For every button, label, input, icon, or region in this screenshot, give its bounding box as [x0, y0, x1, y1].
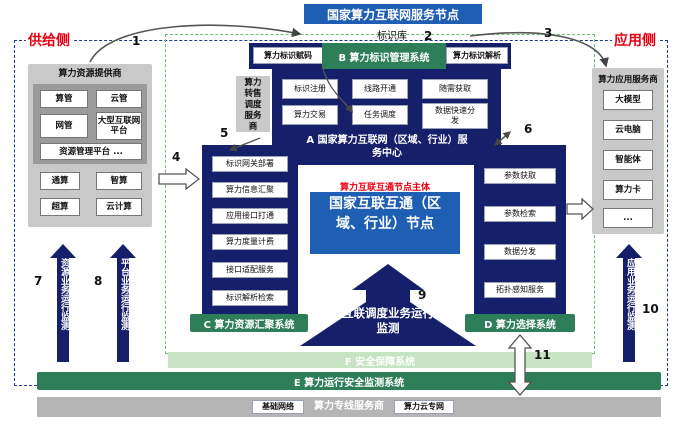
subject-label: 算力互联互通节点主体	[339, 183, 430, 193]
supply-cell: 资源管理平台 ...	[40, 143, 142, 160]
arrow-d-to-application	[566, 198, 594, 220]
arrow-4-supply-to-c	[158, 168, 200, 190]
application-side-label: 应用侧	[612, 30, 658, 50]
step-number-5: 5	[220, 126, 229, 140]
node-title: 国家互联互通（区域、行业）节点	[310, 192, 460, 254]
step-number-11: 11	[534, 348, 551, 362]
monitor-up-arrow-10	[616, 244, 642, 362]
step-number-1: 1	[132, 34, 141, 48]
step-number-3: 3	[544, 26, 553, 40]
module-a-reseller-tag: 算力转售调度服务商	[236, 76, 270, 132]
center-arrow-text: 互联调度业务运行监测	[342, 306, 434, 335]
application-item: ...	[603, 208, 653, 228]
module-c-item: 算力信息汇聚	[212, 182, 288, 198]
tag-library-label: 标识库	[377, 31, 407, 42]
step-number-9: 9	[418, 288, 427, 302]
module-d-title: D 算力选择系统	[465, 314, 575, 332]
monitor-up-arrow-7	[50, 244, 76, 362]
step-number-4: 4	[172, 150, 181, 164]
module-d-item: 参数获取	[484, 168, 556, 184]
step-number-10: 10	[642, 302, 659, 316]
step-number-2: 2	[424, 29, 433, 43]
supply-side-label: 供给侧	[26, 30, 72, 50]
application-item: 云电脑	[603, 120, 653, 140]
module-a-cell: 数据快速分发	[422, 103, 488, 129]
module-c-item: 标识网关部署	[212, 156, 288, 172]
supply-cell: 算管	[40, 90, 88, 108]
bar-f-security: F 安全保障系统	[168, 352, 592, 368]
step-number-6: 6	[524, 122, 533, 136]
center-up-arrow	[300, 264, 476, 346]
arrow-11-double	[508, 334, 532, 396]
bottom-network-bar	[37, 397, 661, 417]
module-d-item: 数据分发	[484, 244, 556, 260]
monitor-label-7: 资源业务运行监测	[59, 258, 69, 330]
application-title: 算力应用服务商	[598, 75, 658, 85]
module-c-item: 标识解析检索	[212, 290, 288, 306]
supply-cell: 网管	[40, 114, 88, 138]
supply-cell: 云管	[96, 90, 142, 108]
module-b-left-tab: 算力标识赋码	[253, 47, 323, 64]
supply-cell: 智算	[96, 172, 142, 190]
supply-cell: 超算	[40, 198, 80, 216]
module-b-title: B 算力标识管理系统	[322, 43, 446, 69]
monitor-label-8: 平台业务运行监测	[119, 258, 129, 330]
module-c-title: C 算力资源汇聚系统	[190, 314, 308, 332]
module-c-item: 算力度量计费	[212, 234, 288, 250]
module-a-cell: 线路开通	[352, 79, 408, 99]
bottom-cloud-network: 算力云专网	[394, 400, 454, 414]
module-a-cell: 任务调度	[352, 105, 408, 125]
module-a-cell: 随需获取	[422, 79, 488, 99]
module-a-title: A 国家算力互联网（区域、行业）服务中心	[306, 135, 468, 159]
module-b-right-tab: 算力标识解析	[446, 47, 508, 64]
bottom-basic-network: 基础网络	[252, 400, 304, 414]
application-item: 智能体	[603, 150, 653, 170]
header-title: 国家算力互联网服务节点	[304, 4, 482, 24]
application-item: 大模型	[603, 90, 653, 110]
monitor-label-10: 应用业务运行监测	[625, 258, 635, 330]
bar-e-monitoring: E 算力运行安全监测系统	[37, 372, 661, 390]
supply-cell: 通算	[40, 172, 80, 190]
application-item: 算力卡	[603, 180, 653, 200]
step-number-7: 7	[34, 274, 43, 288]
module-c-item: 应用接口打通	[212, 208, 288, 224]
step-number-8: 8	[94, 274, 103, 288]
supply-cell: 云计算	[96, 198, 142, 216]
module-d-item: 拓扑感知服务	[484, 282, 556, 298]
module-c-item: 接口适配服务	[212, 262, 288, 278]
module-a-cell: 算力交易	[282, 105, 338, 125]
bottom-line-provider: 算力专线服务商	[314, 401, 384, 412]
supply-title: 算力资源提供商	[58, 69, 122, 79]
module-d-item: 参数检索	[484, 206, 556, 222]
module-a-cell: 标识注册	[282, 79, 338, 99]
monitor-up-arrow-8	[110, 244, 136, 362]
supply-cell: 大型互联网平台	[96, 112, 142, 140]
